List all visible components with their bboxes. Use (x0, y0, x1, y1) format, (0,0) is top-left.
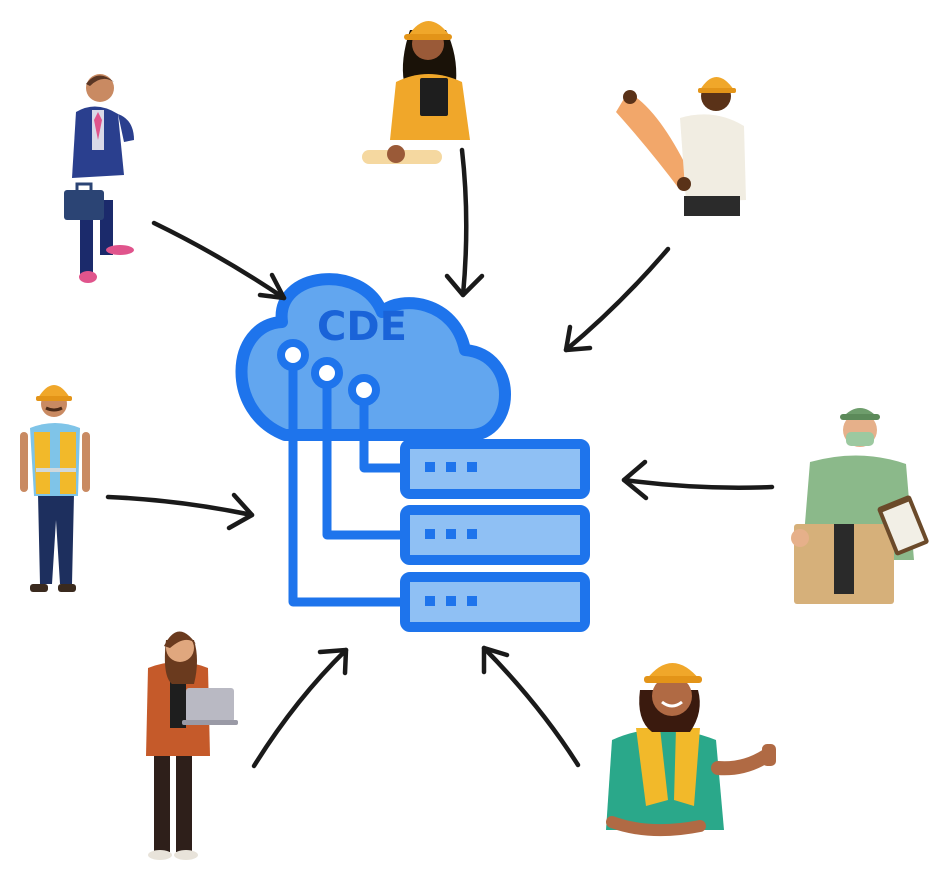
server-unit (400, 505, 590, 565)
arrow-from-construction-worker (105, 492, 255, 531)
arrow-from-engineer (444, 147, 485, 298)
arrow-from-office-worker (251, 647, 349, 769)
server-unit (400, 439, 590, 499)
cloud-icon: CDE (235, 273, 511, 441)
woman-with-laptop-icon (146, 631, 238, 860)
man-hardhat-safety-vest-icon (20, 385, 90, 592)
arrow-from-surveyor (563, 246, 671, 353)
circuit-nodes (277, 339, 380, 406)
arrows (105, 147, 775, 769)
worker-holding-blueprint-icon (616, 77, 746, 216)
masked-worker-with-box-icon (791, 408, 929, 604)
arrow-from-delivery-worker (621, 459, 775, 501)
woman-hardhat-clipboard-icon (362, 21, 470, 164)
server-unit (400, 572, 590, 632)
server-rack-icon (400, 439, 590, 632)
woman-hardhat-thumbs-up-icon (606, 663, 776, 837)
businessman-with-briefcase-icon (64, 74, 134, 283)
cde-hub: CDE (235, 273, 590, 632)
cde-label: CDE (317, 304, 407, 350)
arrow-from-site-worker (481, 645, 581, 768)
circuit-connectors (288, 367, 405, 607)
arrow-from-business-person (151, 220, 287, 301)
